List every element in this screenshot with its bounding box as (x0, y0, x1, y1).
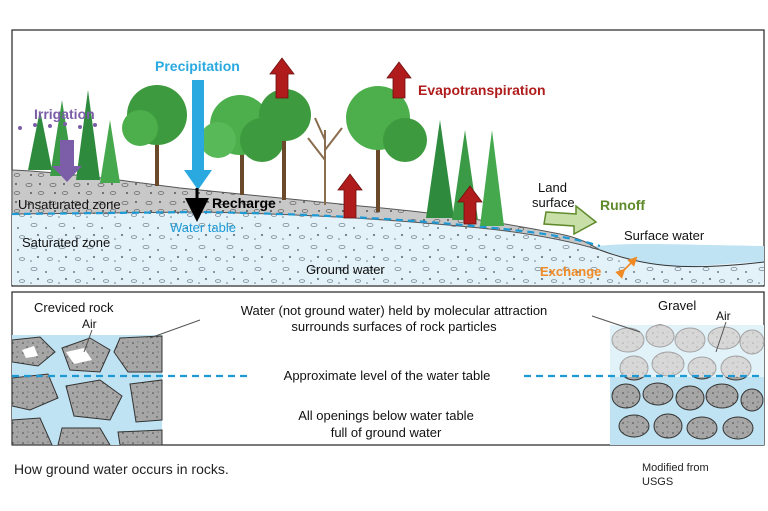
label-saturated-zone: Saturated zone (22, 235, 110, 250)
label-land: Land (538, 180, 567, 195)
leader-air-right (715, 321, 727, 353)
exchange-arrow (615, 256, 638, 279)
label-air-right: Air (716, 309, 731, 323)
caption-credit-line1: Modified from (642, 462, 709, 474)
caption-credit: Modified from USGS (642, 461, 752, 489)
leader-molecular-left (149, 319, 201, 339)
label-molecular-line2: surrounds surfaces of rock particles (291, 319, 497, 334)
forest-trees (28, 85, 504, 226)
saturated-zone-area (12, 212, 764, 285)
label-evapotranspiration: Evapotranspiration (418, 82, 546, 98)
irrigation-arrow (52, 140, 82, 182)
evapotranspiration-arrow-4 (457, 185, 483, 225)
label-molecular-line1: Water (not ground water) held by molecul… (241, 303, 548, 318)
label-openings-line1: All openings below water table (298, 408, 474, 423)
precipitation-arrow (184, 80, 212, 190)
label-surface: surface (532, 195, 575, 210)
label-gravel: Gravel (658, 298, 696, 313)
label-water-table: Water table (170, 220, 236, 235)
caption-main: How ground water occurs in rocks. (14, 461, 229, 477)
creviced-rock-block (11, 335, 163, 446)
label-runoff: Runoff (600, 197, 645, 213)
label-approx-level: Approximate level of the water table (284, 368, 491, 383)
label-air-left: Air (82, 317, 97, 331)
label-ground-water: Ground water (306, 262, 385, 277)
evapotranspiration-arrow-3 (337, 173, 363, 219)
evapotranspiration-arrow-1 (269, 57, 295, 99)
label-creviced-rock: Creviced rock (34, 300, 114, 315)
leader-molecular-right (591, 315, 641, 333)
caption-credit-line2: USGS (642, 476, 674, 488)
water-table-line (11, 210, 601, 248)
label-openings-line2: full of ground water (331, 425, 442, 440)
leader-air-left (83, 329, 93, 353)
stream-bed-line (599, 249, 765, 268)
label-exchange: Exchange (540, 264, 601, 279)
label-recharge: Recharge (212, 195, 276, 211)
label-surface-water: Surface water (624, 228, 705, 243)
runoff-arrow (543, 204, 598, 236)
label-irrigation: Irrigation (34, 106, 95, 122)
irrigation-spray (18, 122, 97, 130)
label-unsaturated-zone: Unsaturated zone (18, 197, 121, 212)
label-precipitation: Precipitation (155, 58, 240, 74)
gravel-block (610, 324, 765, 445)
unsaturated-zone-area (11, 169, 601, 251)
evapotranspiration-arrow-2 (386, 61, 412, 99)
